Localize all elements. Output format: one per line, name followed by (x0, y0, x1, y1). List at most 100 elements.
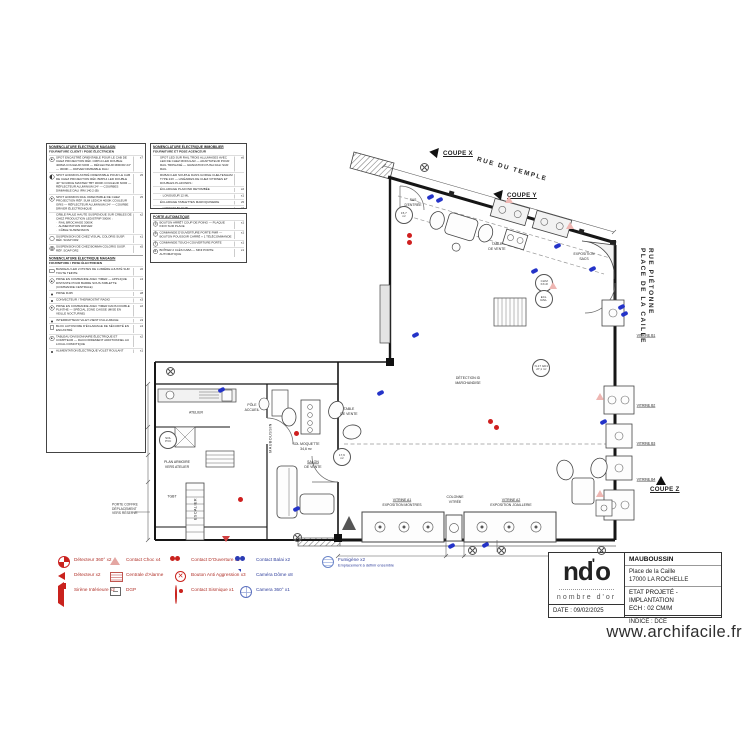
item-text: SPOT LED SUR RAIL TROIS ALLUMAGES AVEC L… (160, 156, 231, 171)
item-symbol-icon: S (153, 221, 158, 227)
sprinkler-marker (505, 196, 513, 203)
camera-360-icon (240, 586, 252, 598)
item-type-icon (49, 319, 55, 323)
dot-icon (50, 300, 53, 303)
item-text: ÉCLAIRAGE PLAFOND RETOMBÉE (160, 188, 210, 192)
dgp-icon (110, 587, 121, 596)
none-icon (154, 201, 158, 202)
nomenclature-item: BANDEAU LED 2 PISTES DE LUMIÈRE AJUSTÉ S… (49, 266, 143, 277)
item-type-icon (49, 196, 55, 202)
item-type-icon (49, 305, 55, 311)
sales-table-top (429, 211, 494, 252)
item-quantity: x1 (234, 241, 244, 247)
legend-sublabel: Emplacement à définir ensemble (338, 563, 395, 569)
item-text: INTERRUPTEUR VA-ET-VIENT D'ALLUMAGE (56, 318, 119, 322)
project-title: ETAT PROJETÉ - IMPLANTATION (629, 589, 678, 605)
project-address: Place de la Caille 17000 LA ROCHELLE (625, 566, 721, 586)
plan-label: ESCALIER (193, 497, 198, 521)
item-type-icon (49, 325, 55, 330)
legend-label: Contact D'Ouverture x1 (191, 557, 240, 563)
item-type-icon (49, 335, 55, 341)
address-line-2: 17000 LA ROCHELLE (629, 577, 689, 584)
legend-label: Caméra Dôme x8 (256, 572, 293, 578)
item-quantity: x1 (234, 249, 244, 257)
legend-item: Contact Balai x2 (240, 556, 290, 567)
indice-field: INDICE : DCE (625, 615, 721, 628)
item-quantity: x2 (133, 304, 143, 317)
item-quantity: x8 (133, 292, 143, 297)
panel-title: PORTE AUTOMATIQUE (153, 215, 190, 220)
legend-label: Bouton Anti Aggression x3 (191, 572, 246, 578)
sprinkler-marker (596, 490, 604, 497)
nomenclature-item: SUSPENSION DE CHEZ VISUAL COLORIS SUSP. … (49, 233, 143, 244)
none-icon (154, 157, 158, 158)
item-text: SPOT ENCASTRÉ ORIENTABLE POUR LE CAB DE … (56, 156, 132, 171)
sirene-interieure-icon (58, 582, 64, 607)
section-arrow (656, 476, 666, 485)
item-text: · LONGUEUR 10 ML (160, 207, 189, 209)
logo-apostrophe: ' (591, 555, 596, 571)
tgt-icon (49, 305, 55, 311)
item-quantity: x1 (234, 221, 244, 229)
item-text: PRISE RJ45 (56, 292, 73, 296)
item-type-icon (49, 156, 55, 162)
outlet-marker (293, 533, 302, 542)
item-type-icon (49, 292, 55, 296)
nomenclature-item: SPOT LED SUR RAIL TROIS ALLUMAGES AVEC L… (153, 154, 244, 173)
item-quantity: x1 (133, 349, 143, 354)
project-state: ETAT PROJETÉ - IMPLANTATION ECH : 02 CM/… (625, 586, 721, 615)
nomenclature-item: SUSPENSION DE CHEZ BOMMA COLORIS SUSP. R… (49, 244, 143, 254)
legend-label: Contact Choc x4 (126, 557, 161, 563)
stairs (185, 482, 205, 541)
title-block: nd'o nombre d'or DATE : 09/02/2025 MAUBO… (548, 552, 722, 625)
panel-subtitle: FOURNITURE ET POSE AGENCEUR (153, 149, 206, 154)
item-quantity: x2 (133, 335, 143, 347)
sprinkler-marker (596, 393, 604, 400)
contact-marker (407, 240, 412, 245)
plan-label: TGBT (167, 494, 177, 499)
item-type-icon (49, 299, 55, 303)
tgt-icon (49, 278, 55, 284)
nomenclature-item: BLOC AUTONOME D'ÉCLAIRAGE DE SÉCURITÉ EN… (49, 323, 143, 334)
logo-divider (559, 589, 614, 593)
legend-label: Détecteur x2 (74, 572, 101, 578)
ndo-logo: nd'o (549, 553, 624, 589)
legend-item: Centrale d'Alarme (110, 571, 163, 582)
alarm-marker (222, 536, 230, 542)
nomenclature-item: RUBAN LED SOUPLE DANS GORGE CHELTENHAM T… (153, 172, 244, 187)
ring-icon (49, 235, 55, 241)
item-quantity: x2 (234, 207, 244, 208)
plan-label: COUPE X (443, 150, 473, 157)
door-arcs (266, 185, 616, 483)
kitchen-block (157, 388, 289, 448)
centrale-alarme-icon (110, 572, 123, 582)
none-icon (154, 189, 158, 190)
legend-label: Contact Balai x2 (256, 557, 291, 563)
tgt-icon (49, 156, 55, 162)
legend-item: Contact Sismique x1 (175, 585, 234, 604)
scale-field: ECH : 02 CM/M (629, 605, 673, 613)
date-field: DATE : 09/02/2025 (549, 604, 624, 617)
bottom-vitrines (340, 511, 616, 547)
none-icon (154, 175, 158, 176)
plan-label: VITRINE B2 (636, 403, 656, 408)
item-text: BLOC AUTONOME D'ÉCLAIRAGE DE SÉCURITÉ EN… (56, 325, 130, 333)
nomenclature-item: SPOT ENCASTRÉ ORIENTABLE POUR LE CAB DE … (49, 154, 143, 173)
